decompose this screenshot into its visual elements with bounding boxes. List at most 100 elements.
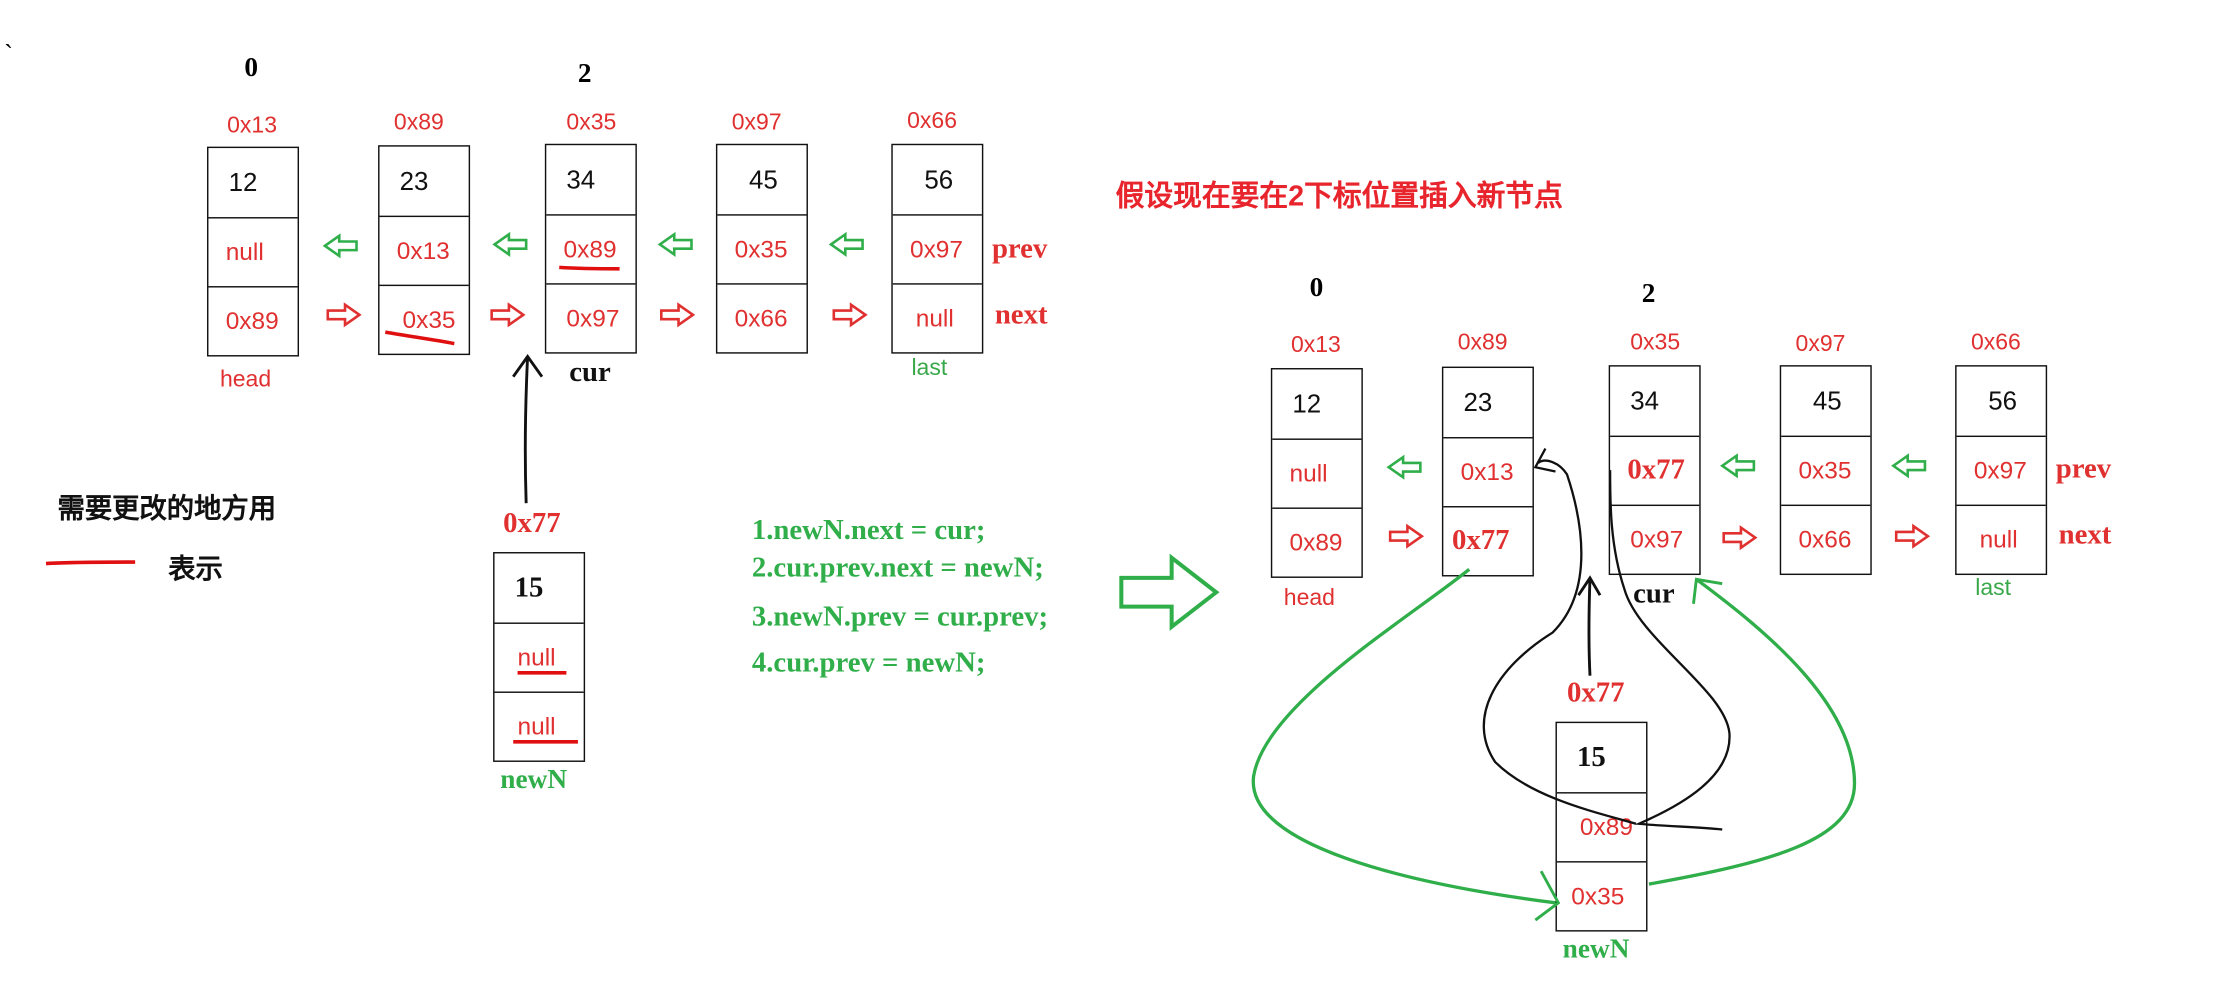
after-node-0: 12 null 0x89 [1270, 368, 1363, 578]
before-node-1-prev: 0x13 [379, 215, 469, 285]
before-node-3-value: 45 [748, 164, 778, 194]
before-node-2-next: 0x97 [546, 283, 636, 352]
before-node-4-value: 56 [924, 164, 954, 194]
before-node-0-addr: 0x13 [227, 113, 278, 139]
after-node-3-prev: 0x35 [1781, 435, 1871, 505]
after-node-2-value: 34 [1630, 385, 1660, 415]
after-node-4: 56 0x97 null [1955, 365, 2048, 576]
after-node-4-prev: 0x97 [1956, 435, 2046, 505]
before-cur-pointer [523, 356, 530, 504]
before-prev-arrow-4 [829, 233, 864, 256]
before-node-3: 45 0x35 0x66 [715, 143, 808, 354]
before-node-0: 12 null 0x89 [207, 146, 300, 357]
after-link-prevnode-to-new [1251, 568, 1556, 905]
before-last-label: last [911, 356, 948, 381]
before-node-2-prev: 0x89 [546, 214, 636, 283]
after-node-1-addr: 0x89 [1457, 330, 1508, 356]
after-new-node-value: 15 [1577, 741, 1606, 773]
before-node-1: 23 0x13 0x35 [378, 145, 471, 356]
after-new-node: 15 0x89 0x35 [1555, 721, 1648, 932]
before-node-0-value: 12 [228, 167, 258, 197]
before-node-2: 34 0x89 0x97 [544, 143, 637, 354]
after-node-1-next: 0x77 [1443, 506, 1533, 575]
after-node-4-next: null [1956, 504, 2046, 574]
before-node-1-addr: 0x89 [393, 110, 444, 136]
after-new-node-addr: 0x77 [1566, 677, 1625, 709]
after-new-pointer-head [1577, 575, 1602, 596]
after-node-1: 23 0x13 0x77 [1441, 366, 1534, 577]
after-next-arrow-1 [1388, 524, 1424, 548]
after-prev-arrow-4 [1892, 454, 1927, 478]
before-cur-label: cur [569, 356, 611, 389]
before-next-label: next [994, 299, 1048, 331]
after-link-new-to-prevnode [1482, 459, 1637, 825]
before-node-2-addr: 0x35 [566, 110, 617, 136]
stray-mark: ` [4, 40, 13, 70]
after-new-node-next: 0x35 [1556, 861, 1647, 930]
after-prev-label: prev [2055, 452, 2112, 485]
before-new-node-prev: null [494, 622, 584, 691]
after-node-3-value: 45 [1812, 385, 1842, 415]
legend-text: 需要更改的地方用 [57, 494, 277, 525]
after-node-0-prev: null [1272, 438, 1362, 507]
after-link-new-to-cur [1648, 578, 1857, 886]
step-2: 2.cur.prev.next = newN; [751, 552, 1044, 584]
before-prev-arrow-2 [493, 233, 528, 256]
after-index-0: 0 [1309, 273, 1324, 304]
after-link-cur-to-new [1608, 470, 1731, 831]
step-3: 3.newN.prev = cur.prev; [751, 600, 1049, 633]
before-node-4-addr: 0x66 [907, 109, 958, 134]
after-node-2: 34 0x77 0x97 [1608, 365, 1701, 576]
before-node-3-next: 0x66 [717, 283, 807, 352]
after-prev-arrow-1 [1387, 455, 1422, 479]
before-new-node-addr: 0x77 [503, 507, 561, 540]
after-head-label: head [1283, 586, 1335, 611]
before-prev-label: prev [991, 232, 1048, 265]
before-head-label: head [219, 368, 272, 393]
before-node-2-value: 34 [566, 164, 596, 194]
before-node-4-prev: 0x97 [892, 214, 982, 283]
before-node-4: 56 0x97 null [891, 143, 984, 354]
after-new-pointer [1587, 577, 1592, 676]
before-next-arrow-2 [490, 303, 525, 327]
after-node-2-addr: 0x35 [1630, 330, 1681, 356]
after-node-0-value: 12 [1292, 388, 1322, 418]
transition-arrow [1119, 553, 1220, 631]
before-next-arrow-3 [660, 303, 695, 327]
before-new-node-label: newN [500, 764, 568, 795]
after-node-4-addr: 0x66 [1970, 330, 2021, 356]
after-link-prevnode-to-new-head [1534, 870, 1561, 922]
before-node-3-addr: 0x97 [731, 110, 782, 136]
before-node-3-prev: 0x35 [717, 214, 807, 283]
before-prev-arrow-3 [658, 233, 693, 256]
before-node-0-next: 0x89 [208, 286, 298, 355]
before-new-node: 15 null null [493, 552, 586, 762]
after-cur-label: cur [1633, 577, 1675, 610]
after-node-1-value: 23 [1463, 387, 1493, 417]
before-index-0: 0 [244, 53, 259, 84]
after-node-3-next: 0x66 [1781, 504, 1871, 574]
diagram-title: 假设现在要在2下标位置插入新节点 [1115, 181, 1563, 213]
legend-meaning: 表示 [168, 554, 223, 586]
before-index-2: 2 [577, 58, 592, 90]
before-node-4-next: null [892, 283, 982, 352]
after-node-3: 45 0x35 0x66 [1779, 365, 1872, 576]
after-node-4-value: 56 [1988, 385, 2017, 415]
before-node-1-next: 0x35 [379, 284, 469, 354]
after-node-0-addr: 0x13 [1290, 333, 1341, 358]
after-link-new-to-prevnode-head [1533, 447, 1556, 473]
step-1: 1.newN.next = cur; [751, 514, 986, 547]
after-node-2-next: 0x97 [1610, 504, 1700, 574]
after-next-label: next [2058, 518, 2112, 551]
before-next-arrow-4 [832, 303, 867, 327]
before-node-0-prev: null [208, 217, 298, 286]
before-next-arrow-1 [326, 303, 361, 327]
after-prev-arrow-3 [1720, 454, 1756, 478]
before-new-node-value: 15 [514, 571, 544, 604]
after-new-node-prev: 0x89 [1556, 792, 1647, 861]
before-mark-node2-prev [559, 265, 620, 271]
before-cur-pointer-head [512, 354, 544, 378]
after-index-2: 2 [1641, 278, 1656, 310]
legend-red-line [45, 560, 136, 566]
